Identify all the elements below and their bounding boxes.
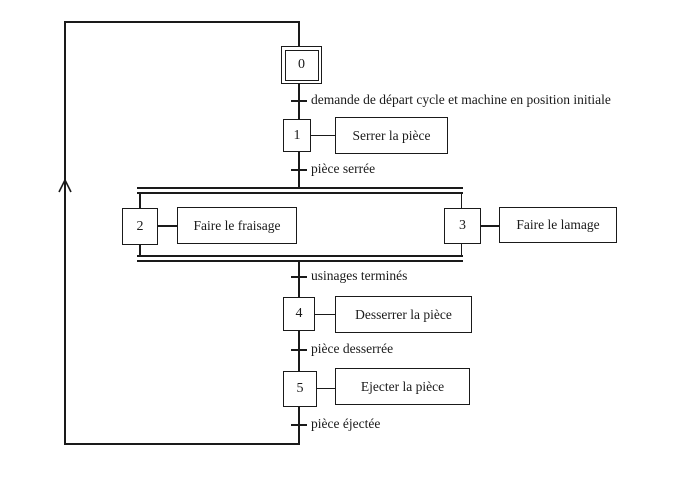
step-1: 1 bbox=[283, 119, 311, 152]
transition-5-label: pièce éjectée bbox=[311, 416, 381, 431]
step-4: 4 bbox=[283, 297, 315, 331]
step-4-action-label: Desserrer la pièce bbox=[355, 306, 452, 322]
transition-4-tick bbox=[291, 349, 307, 351]
transition-3-tick bbox=[291, 276, 307, 278]
step-2-action-label: Faire le fraisage bbox=[193, 217, 281, 233]
step-2-label: 2 bbox=[136, 218, 144, 234]
parallel-fork-line-2 bbox=[137, 192, 463, 194]
step-4-label: 4 bbox=[295, 306, 303, 321]
step-0-label: 0 bbox=[298, 57, 305, 72]
step-5-label: 5 bbox=[296, 381, 304, 396]
step-2-action-box: Faire le fraisage bbox=[177, 207, 297, 244]
step-5-action-connector bbox=[317, 387, 335, 390]
loop-top-line bbox=[64, 21, 300, 23]
step-4-action-connector bbox=[315, 313, 335, 316]
step-1-action-connector bbox=[311, 134, 335, 137]
branch-left-upper-line bbox=[139, 193, 141, 209]
flow-line-into-step0 bbox=[298, 21, 300, 47]
branch-right-lower-line bbox=[460, 243, 463, 256]
arrow-up-icon bbox=[58, 179, 72, 193]
step-0-initial: 0 bbox=[281, 46, 322, 84]
loop-left-line bbox=[64, 21, 66, 445]
parallel-fork-line-1 bbox=[137, 187, 463, 189]
transition-2-label: pièce serrée bbox=[311, 161, 376, 176]
step-3: 3 bbox=[444, 208, 481, 244]
step-5-action-box: Ejecter la pièce bbox=[335, 368, 470, 405]
transition-4-label: pièce desserrée bbox=[311, 341, 394, 356]
step-0-inner-border: 0 bbox=[284, 49, 319, 81]
step-3-label: 3 bbox=[459, 218, 466, 233]
parallel-join-line-2 bbox=[137, 260, 463, 262]
step-1-label: 1 bbox=[293, 127, 301, 143]
step-2: 2 bbox=[122, 208, 158, 245]
step-3-action-box: Faire le lamage bbox=[499, 207, 617, 243]
step-3-action-connector bbox=[481, 225, 499, 227]
transition-1-tick bbox=[291, 100, 307, 102]
step-1-action-label: Serrer la pièce bbox=[352, 127, 431, 143]
flow-line-step5-loop bbox=[298, 407, 300, 445]
branch-right-upper-line bbox=[460, 193, 463, 209]
step-5: 5 bbox=[283, 371, 317, 407]
flow-line-step4-step5 bbox=[298, 331, 300, 371]
transition-3-label: usinages terminés bbox=[311, 268, 408, 283]
transition-2-tick bbox=[291, 169, 307, 171]
step-2-action-connector bbox=[158, 225, 177, 227]
transition-1-label: demande de départ cycle et machine en po… bbox=[311, 92, 611, 107]
parallel-join-line-1 bbox=[137, 255, 463, 257]
branch-left-lower-line bbox=[139, 244, 141, 256]
transition-5-tick bbox=[291, 424, 307, 426]
step-3-action-label: Faire le lamage bbox=[516, 217, 600, 232]
step-5-action-label: Ejecter la pièce bbox=[360, 378, 445, 394]
step-1-action-box: Serrer la pièce bbox=[335, 117, 448, 154]
step-4-action-box: Desserrer la pièce bbox=[335, 296, 472, 333]
flow-line-join-step4 bbox=[298, 261, 300, 298]
loop-bottom-line bbox=[64, 443, 300, 445]
